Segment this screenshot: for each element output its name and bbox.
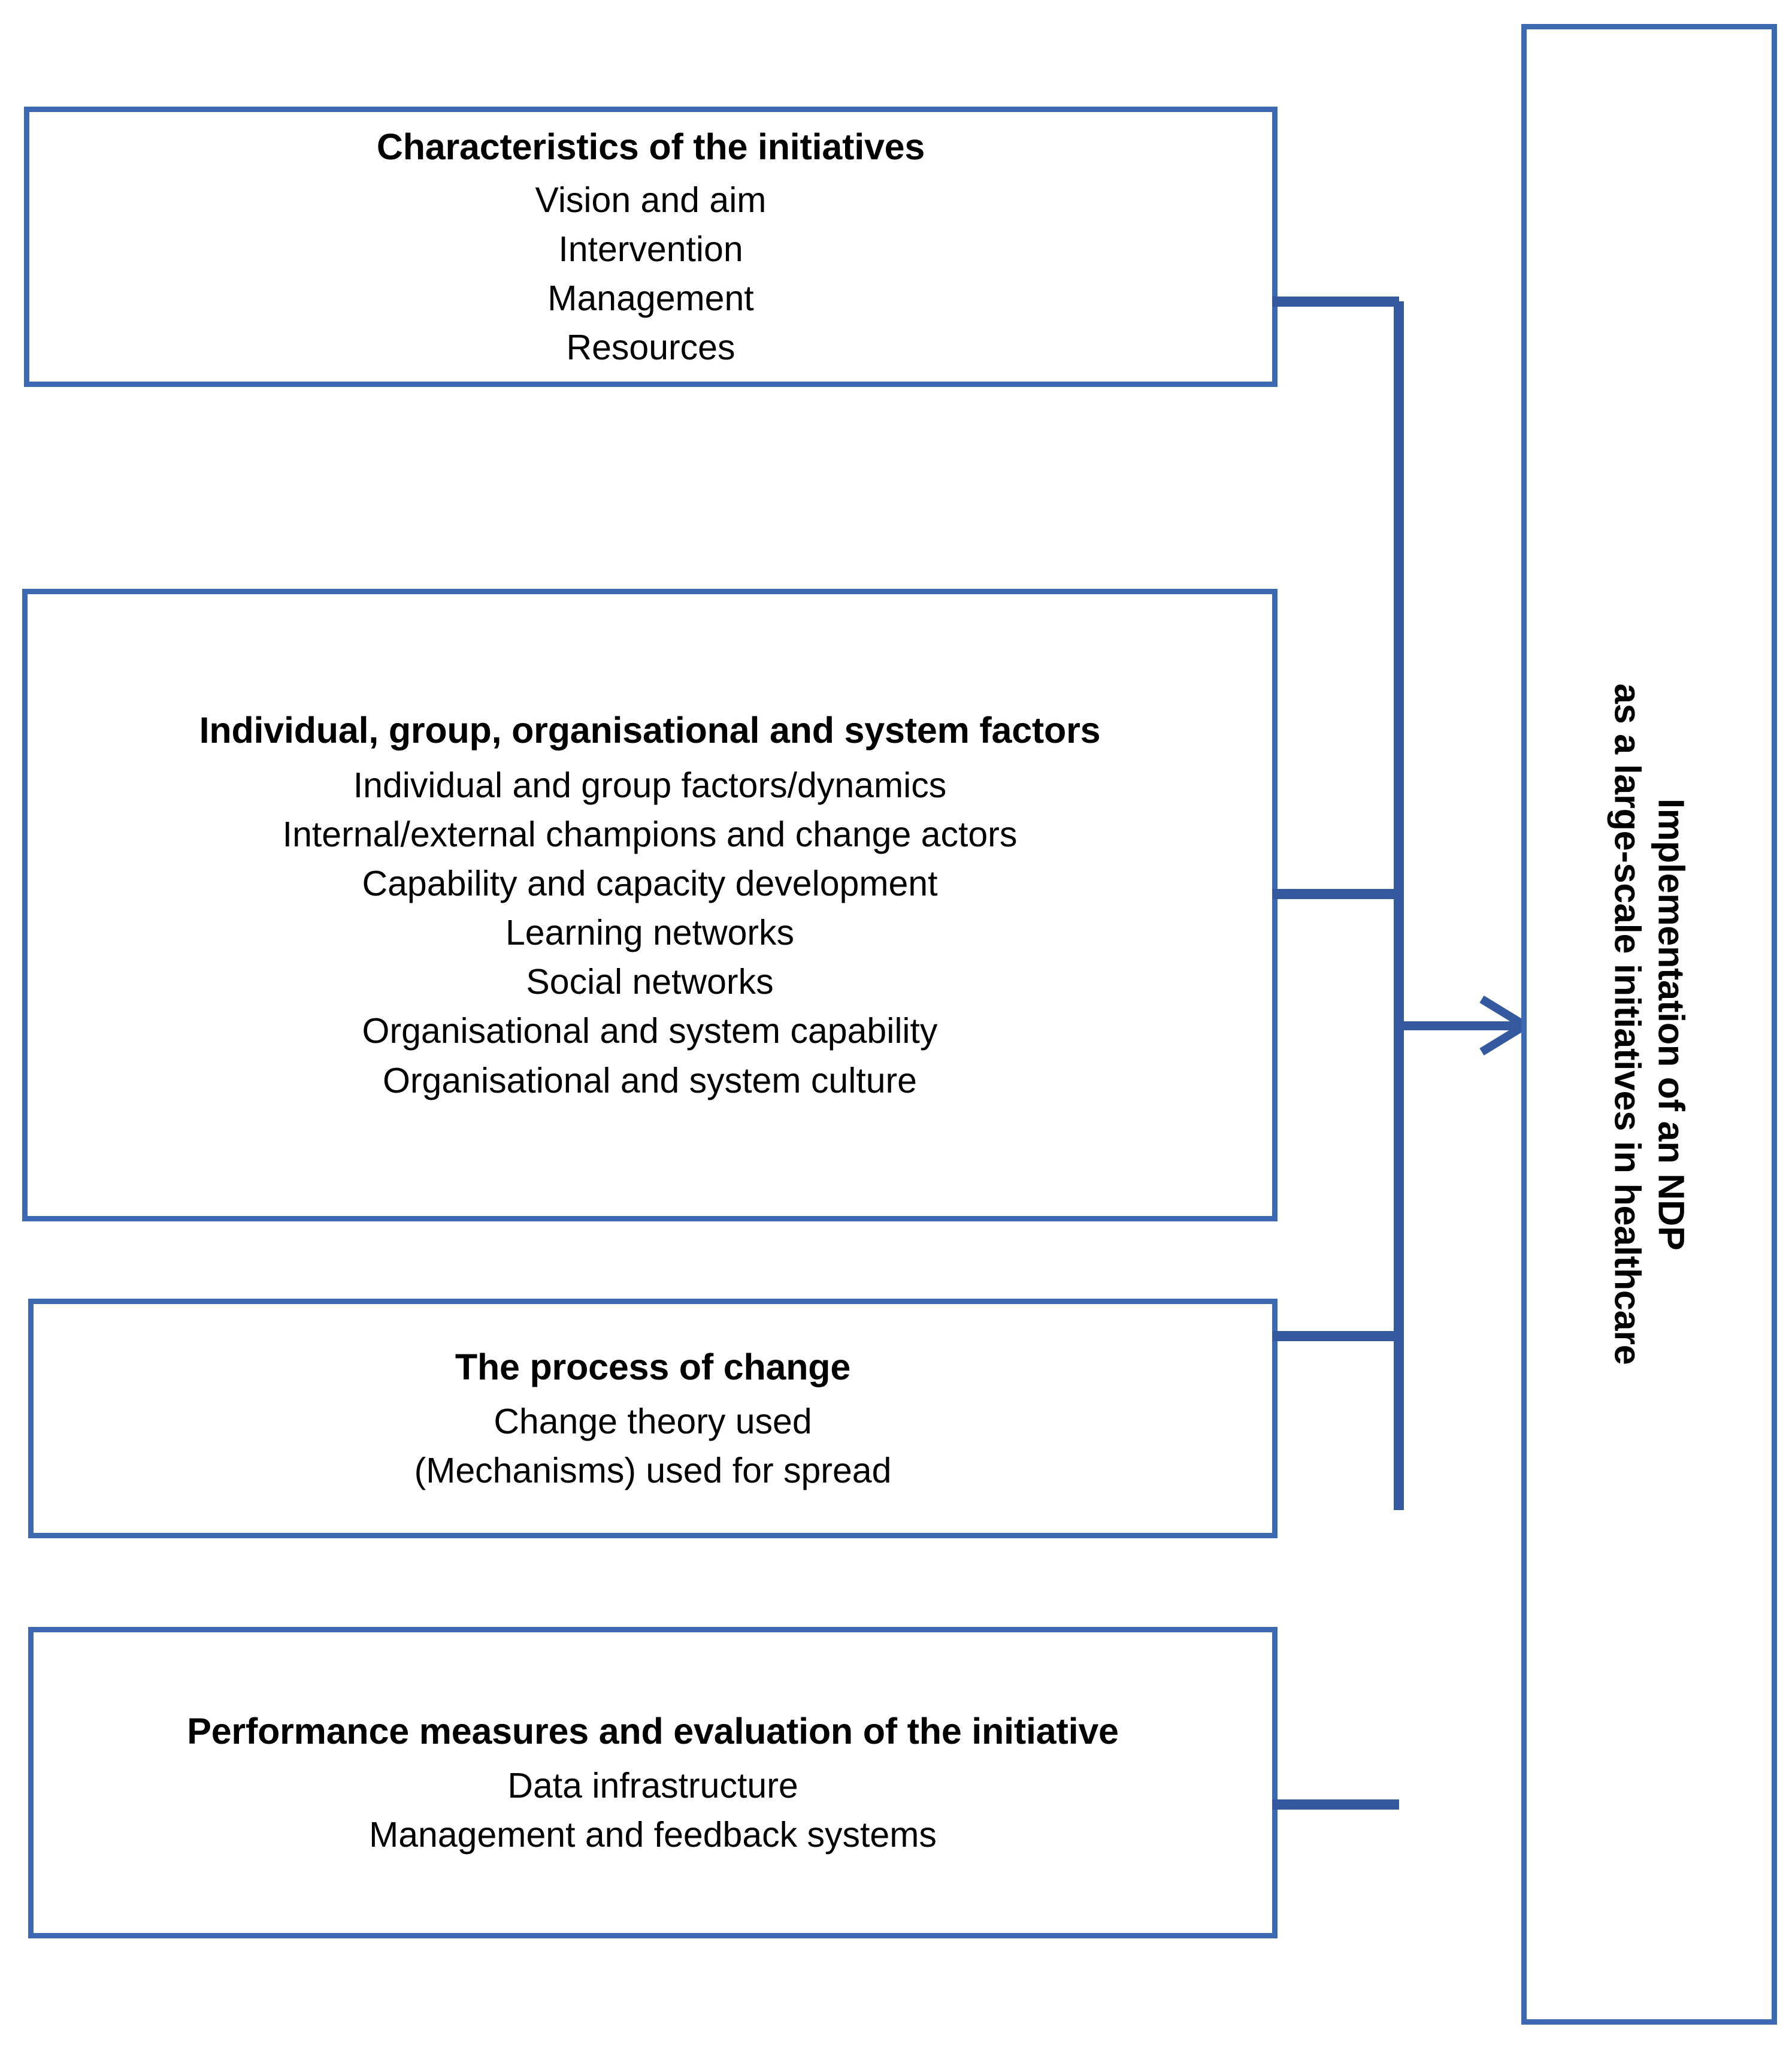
box-process-item-1: Change theory used [494, 1401, 812, 1441]
box-factors-item-7: Organisational and system culture [382, 1060, 917, 1100]
box-characteristics-item-3: Management [547, 279, 754, 319]
box-factors-item-2: Internal/external champions and change a… [282, 814, 1018, 854]
box-factors-item-4: Learning networks [505, 913, 795, 953]
box-performance: Performance measures and evaluation of t… [28, 1627, 1278, 1938]
box-factors-item-6: Organisational and system capability [362, 1011, 938, 1051]
box-factors-item-5: Social networks [526, 962, 774, 1002]
box-factors-title: Individual, group, organisational and sy… [199, 710, 1101, 751]
box-process: The process of change Change theory used… [28, 1299, 1278, 1538]
box-factors-item-1: Individual and group factors/dynamics [353, 765, 947, 805]
box-characteristics-item-4: Resources [566, 328, 735, 368]
box-outcome-line-2: as a large-scale initiatives in healthca… [1607, 683, 1648, 1365]
arrow-head-icon [1479, 996, 1527, 1055]
box-outcome: Implementation of an NDP as a large-scal… [1521, 24, 1777, 2025]
box-process-item-2: (Mechanisms) used for spread [414, 1451, 892, 1491]
connector-stub-characteristics [1272, 297, 1399, 307]
box-process-title: The process of change [455, 1346, 851, 1387]
box-performance-title: Performance measures and evaluation of t… [187, 1710, 1119, 1752]
connector-stub-performance [1272, 1799, 1399, 1810]
arrow-shaft [1399, 1021, 1525, 1030]
box-characteristics-title: Characteristics of the initiatives [376, 126, 925, 167]
connector-stub-process [1272, 1331, 1399, 1341]
box-outcome-line-1: Implementation of an NDP [1651, 798, 1692, 1251]
box-factors-item-3: Capability and capacity development [362, 863, 938, 903]
connector-vertical-bus [1394, 301, 1404, 1510]
box-factors: Individual, group, organisational and sy… [22, 589, 1278, 1221]
box-performance-item-2: Management and feedback systems [369, 1815, 937, 1855]
box-characteristics-item-2: Intervention [558, 229, 743, 269]
connector-stub-factors [1272, 889, 1399, 899]
box-performance-item-1: Data infrastructure [507, 1765, 798, 1805]
box-characteristics-item-1: Vision and aim [535, 180, 767, 220]
box-characteristics: Characteristics of the initiatives Visio… [24, 107, 1278, 387]
